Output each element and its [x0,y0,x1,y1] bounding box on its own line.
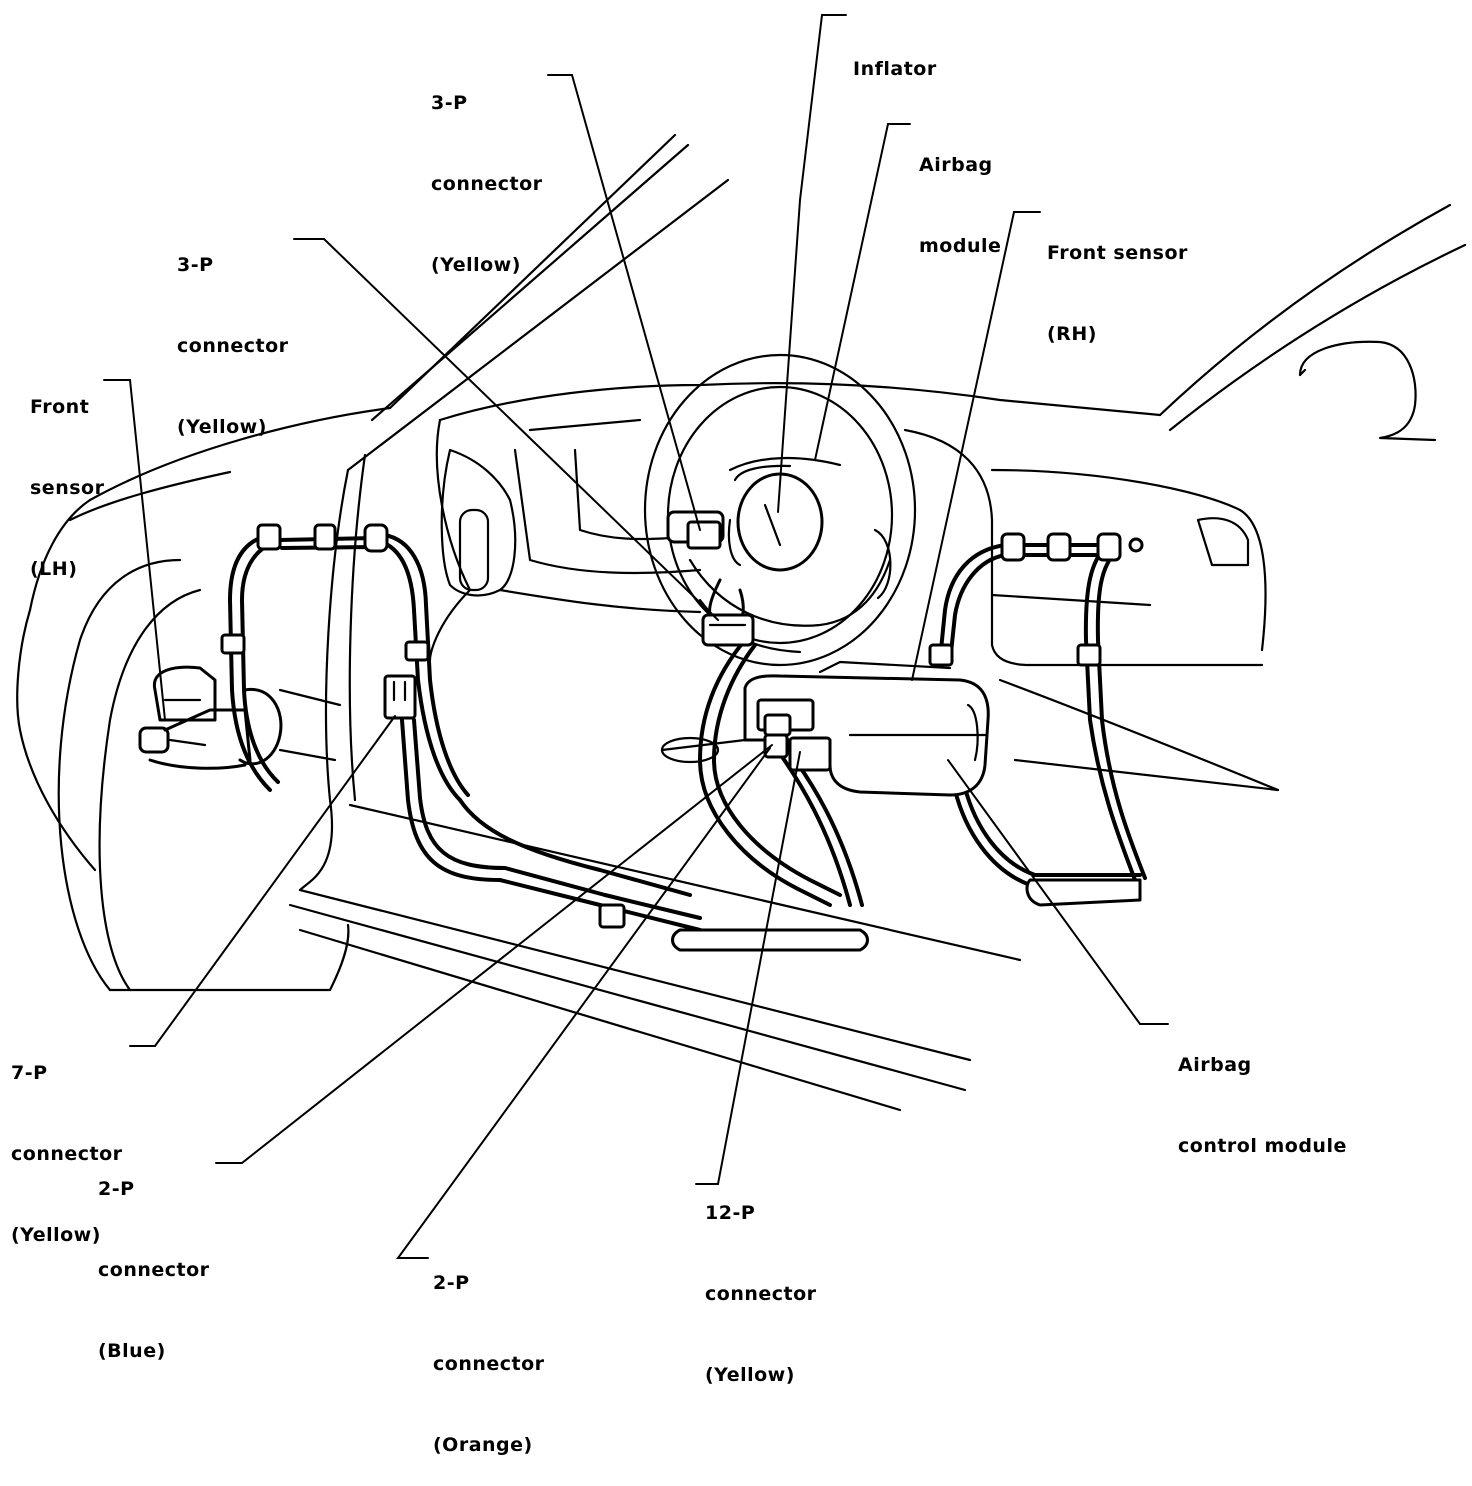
airbag-control-module-shape [660,660,1142,952]
harness-clips [220,510,1144,929]
label-3p-connector-left: 3-P connector (Yellow) [177,254,289,438]
label-inflator: Inflator [853,58,937,80]
vehicle-line-drawing [16,14,1467,1259]
airbag-system-diagram: Inflator 3-P connector (Yellow) Airbag m… [11,14,1467,1456]
label-12p-connector: 12-P connector (Yellow) [705,1202,817,1386]
label-airbag-module: Airbag module [919,154,1002,257]
label-front-sensor-lh: Front sensor (LH) [30,396,105,580]
label-7p-connector: 7-P connector (Yellow) [11,1062,123,1246]
airbag-module-shape [727,464,824,572]
label-2p-connector-orange: 2-P connector (Orange) [433,1272,545,1456]
steering-wheel [643,353,917,667]
label-front-sensor-rh: Front sensor (RH) [1047,242,1188,345]
leader-lines [103,14,1169,1259]
label-2p-connector-blue: 2-P connector (Blue) [98,1178,210,1362]
front-sensor-lh-shape [138,665,283,770]
wiring-harness [228,533,1147,932]
label-airbag-control-module: Airbag control module [1178,1054,1347,1157]
label-3p-connector-top: 3-P connector (Yellow) [431,92,543,276]
